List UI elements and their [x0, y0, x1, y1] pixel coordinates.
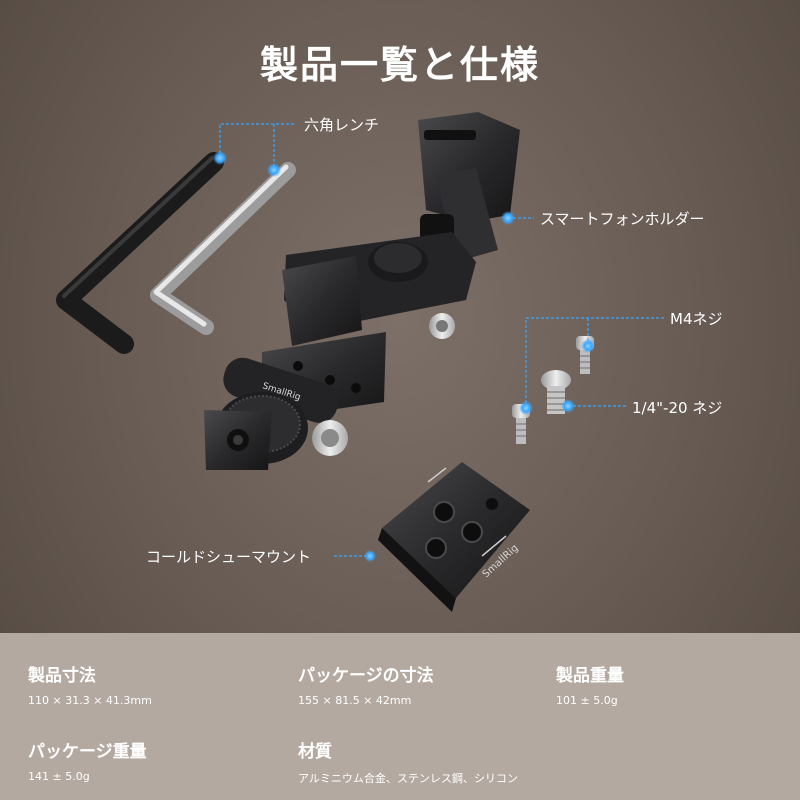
callout-dot-phone-holder — [501, 211, 515, 225]
spec-value: 141 ± 5.0g — [28, 770, 90, 783]
callout-dot-cold-shoe — [364, 550, 376, 562]
spec-value: 155 × 81.5 × 42mm — [298, 694, 412, 707]
spec-material: 材質 アルミニウム合金、ステンレス鋼、シリコン — [298, 737, 518, 786]
callout-lines — [219, 123, 666, 557]
phone-holder-clamp — [282, 112, 520, 346]
spec-value: 110 × 31.3 × 41.3mm — [28, 694, 152, 707]
callout-label-hex-wrench: 六角レンチ — [304, 116, 380, 134]
spec-label: パッケージ重量 — [28, 742, 147, 762]
callout-dot-wrench-silver — [267, 163, 281, 177]
callout-dot-m4-screw-1 — [581, 339, 595, 353]
spec-value: 101 ± 5.0g — [556, 694, 618, 707]
callout-dot-quarter-screw — [561, 399, 575, 413]
callout-label-m4-screw: M4ネジ — [670, 310, 723, 328]
spec-product-dimensions: 製品寸法 110 × 31.3 × 41.3mm — [28, 661, 152, 707]
mount-bracket: SmallRig — [204, 332, 386, 470]
spec-label: 製品寸法 — [28, 666, 96, 686]
page-title: 製品一覧と仕様 — [259, 43, 540, 87]
callout-dot-m4-screw-2 — [519, 401, 533, 415]
cold-shoe-mount: SmallRig — [378, 462, 530, 612]
spec-label: パッケージの寸法 — [298, 666, 434, 686]
callout-label-phone-holder: スマートフォンホルダー — [540, 210, 705, 228]
callout-dot-wrench-black — [213, 151, 227, 165]
quarter-screw-icon — [541, 370, 571, 414]
spec-product-weight: 製品重量 101 ± 5.0g — [556, 661, 624, 707]
spec-label: 材質 — [298, 742, 332, 762]
product-illustration: SmallRig — [56, 112, 666, 612]
spec-panel: 製品寸法 110 × 31.3 × 41.3mm パッケージの寸法 155 × … — [0, 633, 800, 800]
spec-value: アルミニウム合金、ステンレス鋼、シリコン — [298, 772, 518, 785]
callout-label-quarter-screw: 1/4"-20 ネジ — [632, 399, 723, 417]
hex-wrench-black-icon — [56, 152, 224, 354]
spec-package-weight: パッケージ重量 141 ± 5.0g — [28, 737, 147, 783]
spec-label: 製品重量 — [556, 666, 624, 686]
callout-label-cold-shoe: コールドシューマウント — [146, 548, 312, 566]
spec-package-dimensions: パッケージの寸法 155 × 81.5 × 42mm — [298, 661, 434, 707]
hex-wrench-silver-icon — [150, 162, 296, 335]
